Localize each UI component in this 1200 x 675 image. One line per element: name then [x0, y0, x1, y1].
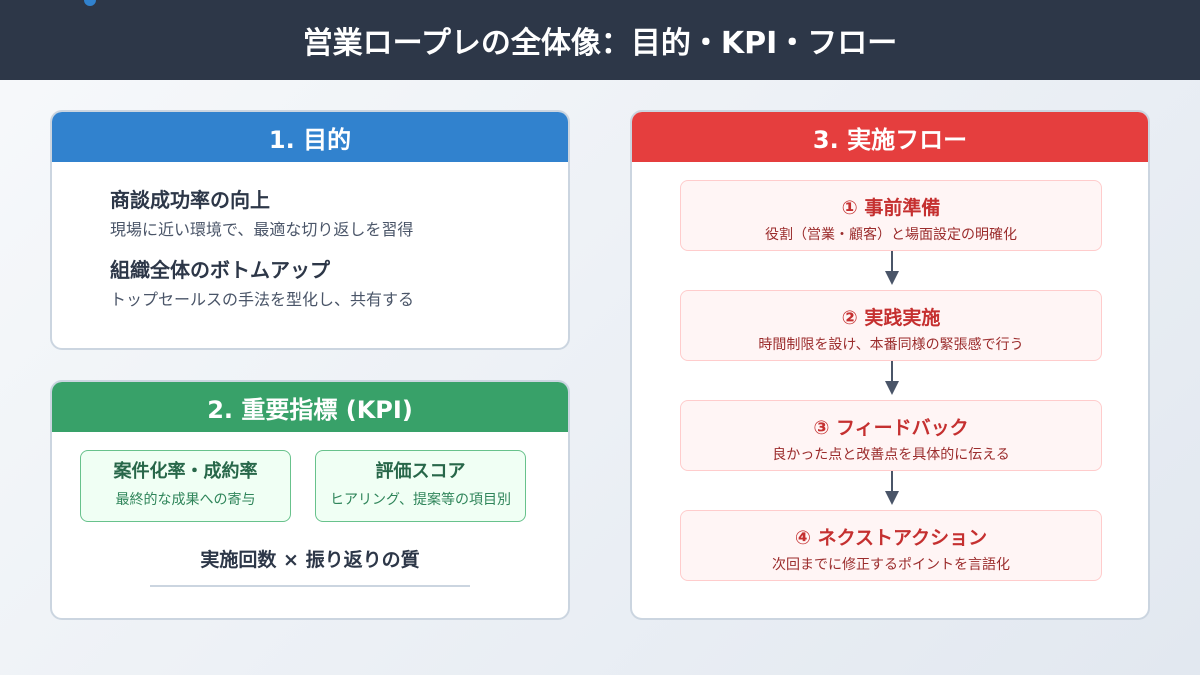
flow-heading: 3. 実施フロー — [632, 112, 1148, 162]
accent-dot — [84, 0, 96, 6]
purpose-heading: 1. 目的 — [52, 112, 568, 162]
arrow-down-icon — [885, 251, 899, 285]
step-title: ① 事前準備 — [841, 197, 941, 219]
step-title: ③ フィードバック — [813, 417, 969, 439]
step-desc: 時間制限を設け、本番同様の緊張感で行う — [758, 337, 1024, 353]
kpi-desc: 最終的な成果への寄与 — [115, 492, 256, 508]
purpose-title: 組織全体のボトムアップ — [110, 258, 330, 282]
flow-step: ④ ネクストアクション次回までに修正するポイントを言語化 — [680, 510, 1102, 581]
flow-step: ① 事前準備役割（営業・顧客）と場面設定の明確化 — [680, 180, 1102, 251]
step-desc: 良かった点と改善点を具体的に伝える — [772, 447, 1010, 463]
page-title: 営業ロープレの全体像：目的・KPI・フロー — [302, 26, 898, 61]
kpi-formula: 実施回数 × 振り返りの質 — [200, 549, 420, 571]
kpi-title: 評価スコア — [375, 461, 466, 482]
kpi-title: 案件化率・成約率 — [113, 461, 258, 482]
divider — [150, 585, 470, 587]
purpose-title: 商談成功率の向上 — [110, 188, 270, 212]
purpose-desc: 現場に近い環境で、最適な切り返しを習得 — [110, 220, 414, 239]
flow-step: ③ フィードバック良かった点と改善点を具体的に伝える — [680, 400, 1102, 471]
title-bar: 営業ロープレの全体像：目的・KPI・フロー — [0, 0, 1200, 80]
kpi-desc: ヒアリング、提案等の項目別 — [329, 492, 512, 508]
step-title: ④ ネクストアクション — [794, 527, 988, 549]
purpose-desc: トップセールスの手法を型化し、共有する — [110, 290, 415, 309]
step-desc: 次回までに修正するポイントを言語化 — [772, 557, 1010, 573]
kpi-box: 案件化率・成約率 最終的な成果への寄与 — [80, 450, 291, 522]
arrow-down-icon — [885, 471, 899, 505]
step-title: ② 実践実施 — [841, 307, 941, 329]
purpose-card: 1. 目的 商談成功率の向上 現場に近い環境で、最適な切り返しを習得 組織全体の… — [50, 110, 570, 350]
kpi-box: 評価スコア ヒアリング、提案等の項目別 — [315, 450, 526, 522]
flow-card: 3. 実施フロー ① 事前準備役割（営業・顧客）と場面設定の明確化 ② 実践実施… — [630, 110, 1150, 620]
arrow-down-icon — [885, 361, 899, 395]
flow-step: ② 実践実施時間制限を設け、本番同様の緊張感で行う — [680, 290, 1102, 361]
kpi-card: 2. 重要指標 (KPI) 案件化率・成約率 最終的な成果への寄与 評価スコア … — [50, 380, 570, 620]
kpi-heading: 2. 重要指標 (KPI) — [52, 382, 568, 432]
step-desc: 役割（営業・顧客）と場面設定の明確化 — [765, 227, 1017, 243]
